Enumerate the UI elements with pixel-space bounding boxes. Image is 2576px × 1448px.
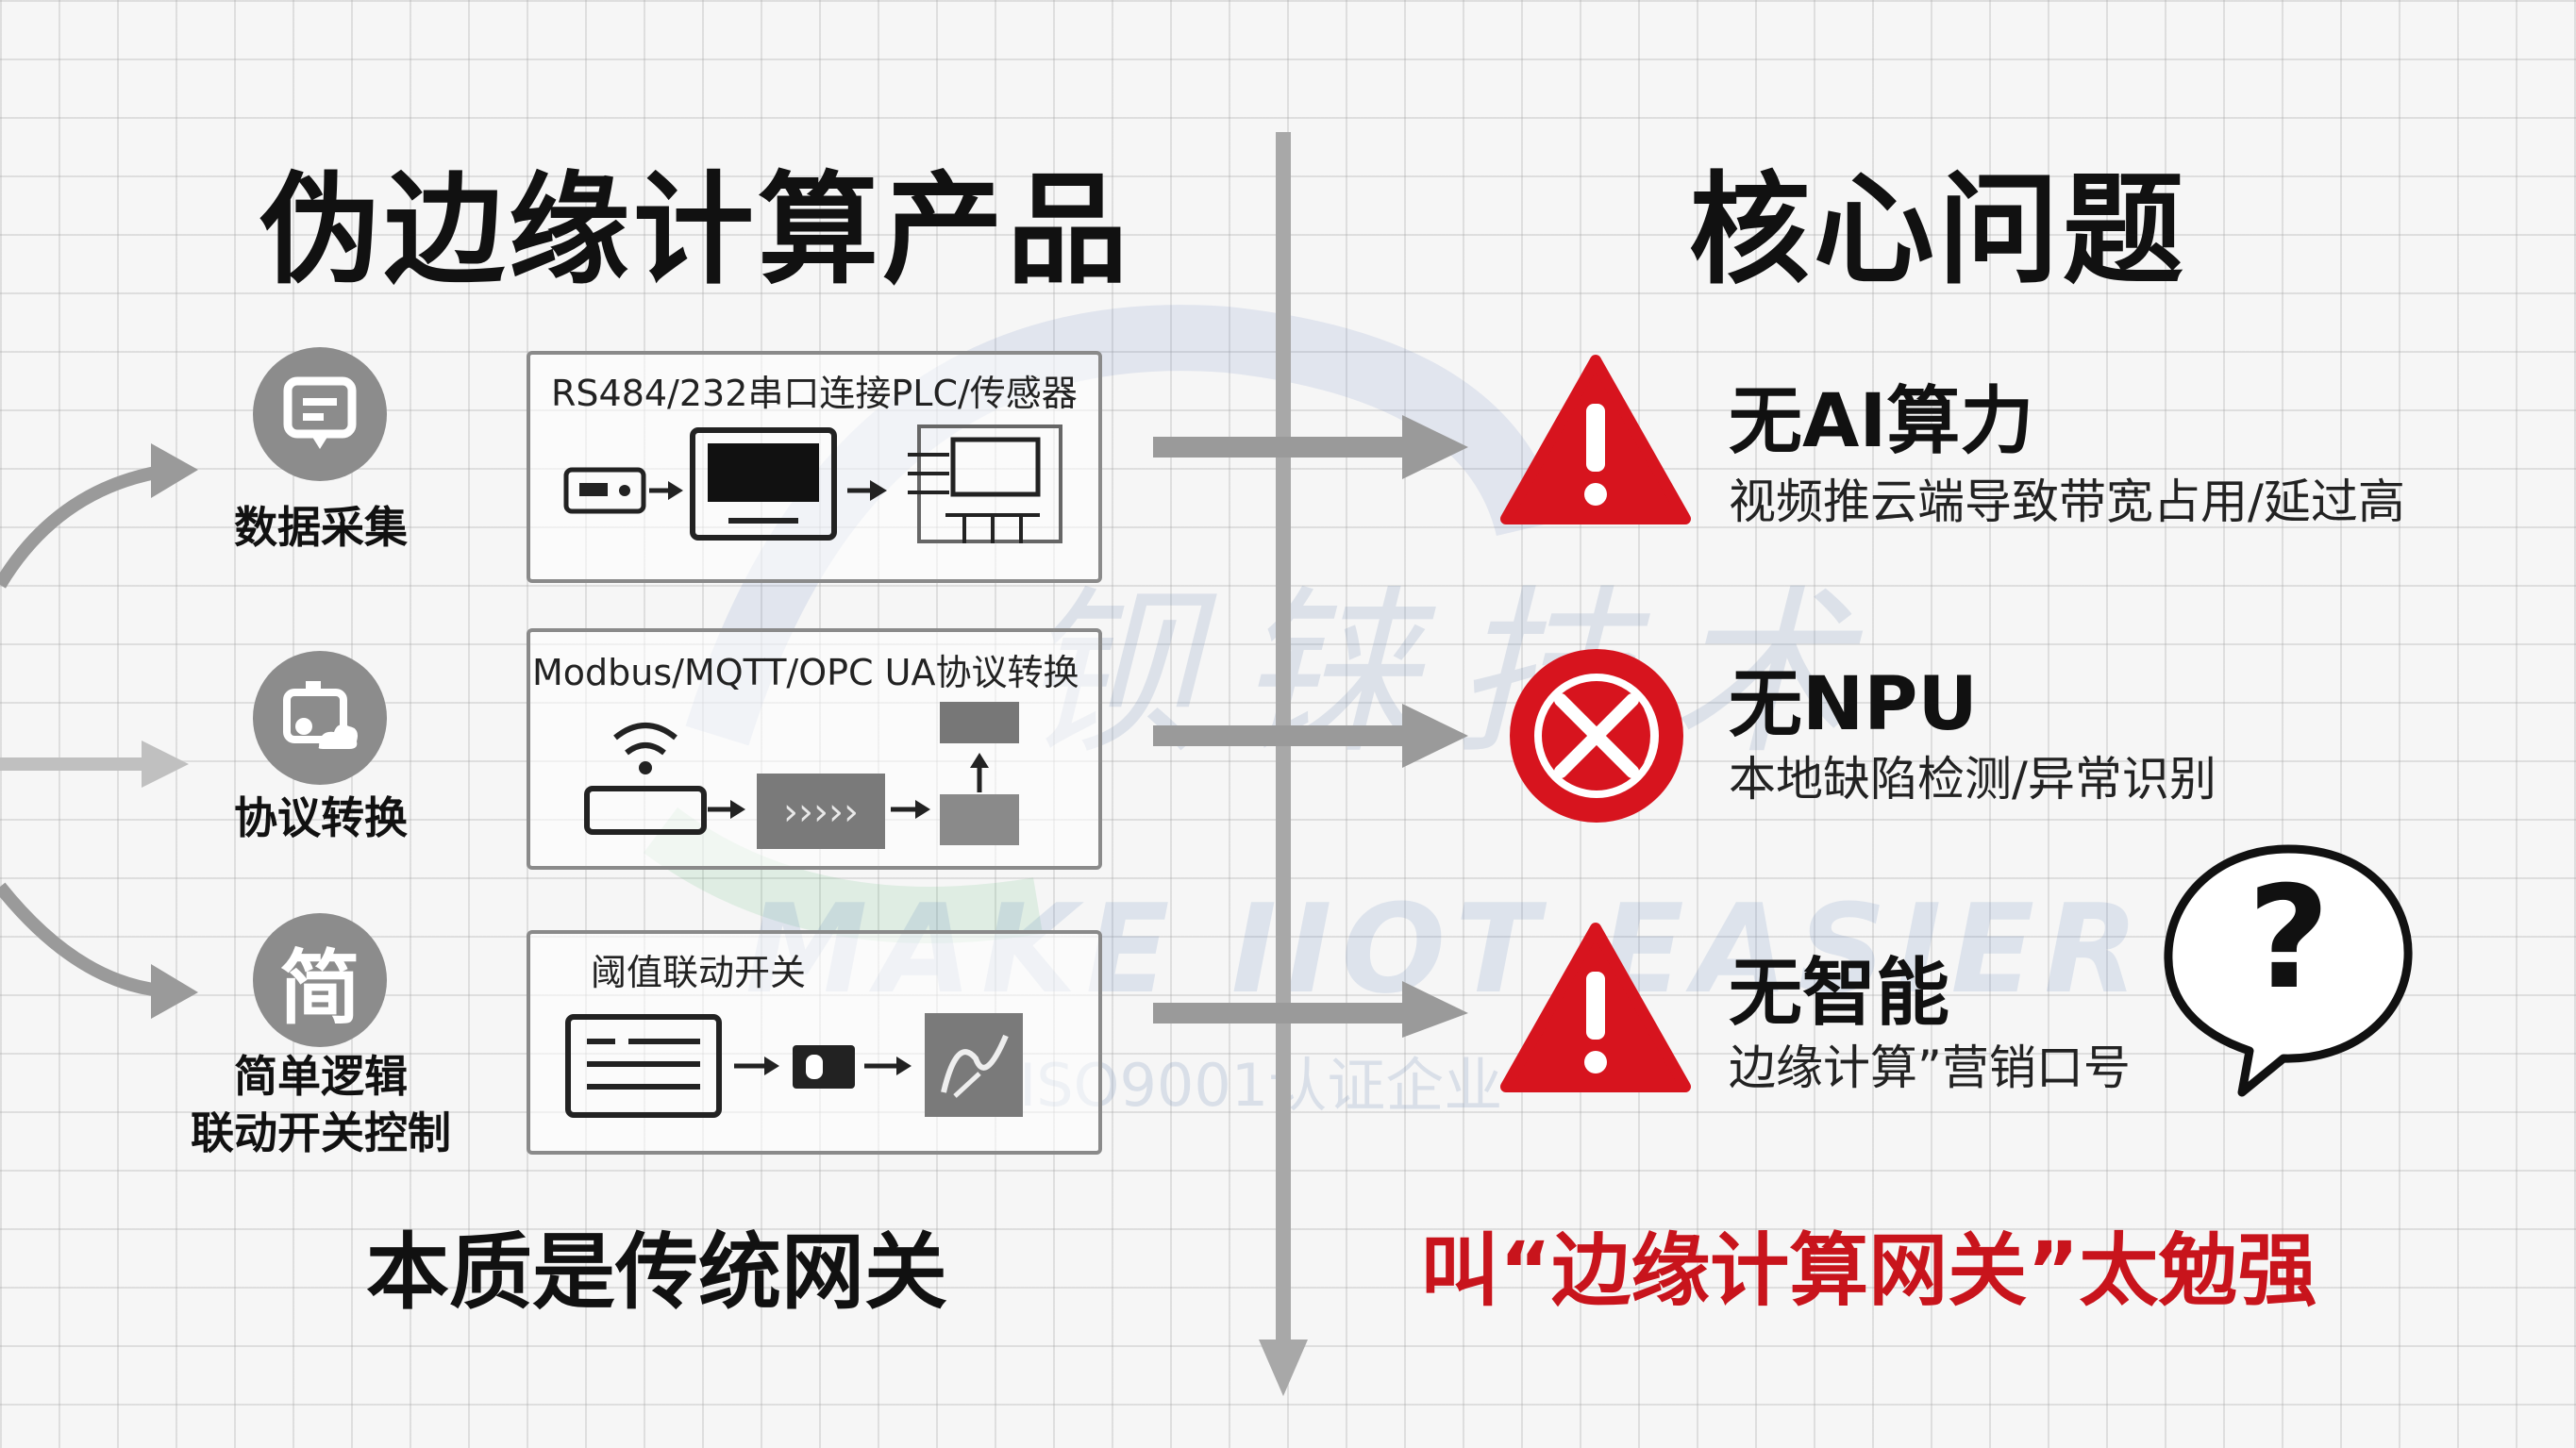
box-threshold-switch: 阈值联动开关 — [527, 930, 1102, 1155]
warning-triangle-icon — [1500, 923, 1691, 1092]
box-serial-connection: RS484/232串口连接PLC/传感器 — [527, 351, 1102, 583]
protocol-flow-diagram: ››››› — [584, 702, 1019, 849]
threshold-flow-diagram — [565, 1013, 1023, 1118]
right-conclusion: 叫“边缘计算网关”太勉强 — [1420, 1224, 2317, 1317]
warning-triangle-icon — [1500, 355, 1691, 524]
flow-curve-arrows — [0, 443, 198, 1019]
question-mark: ? — [2248, 857, 2331, 1021]
box-protocol-conversion: Modbus/MQTT/OPC UA协议转换 ››››› — [527, 628, 1102, 870]
left-title: 伪边缘计算产品 — [259, 160, 1132, 301]
box-protocol-caption: Modbus/MQTT/OPC UA协议转换 — [532, 652, 1079, 693]
simple-logic-glyph: 简 — [279, 940, 360, 1036]
protocol-cloud-icon — [253, 651, 387, 785]
feature-label-data-collection: 数据采集 — [234, 502, 408, 553]
problem-title-intelligence: 无智能 — [1729, 951, 1950, 1036]
problem-desc-intelligence: 边缘计算”营销口号 — [1729, 1040, 2131, 1095]
problem-desc-ai: 视频推云端导致带宽占用/延过高 — [1729, 474, 2405, 529]
feature-protocol-conversion — [253, 651, 387, 785]
left-conclusion: 本质是传统网关 — [366, 1223, 948, 1321]
problem-arrows — [1153, 415, 1468, 1038]
feature-label-protocol: 协议转换 — [234, 792, 408, 843]
feature-label-line1: 简单逻辑 — [234, 1051, 408, 1102]
feature-simple-logic: 简 — [253, 913, 387, 1047]
feature-label-line2: 联动开关控制 — [191, 1107, 451, 1158]
problem-desc-npu: 本地缺陷检测/异常识别 — [1729, 752, 2216, 807]
box-serial-caption: RS484/232串口连接PLC/传感器 — [551, 373, 1078, 414]
problem-title-ai: 无AI算力 — [1729, 379, 2034, 464]
svg-text:›››››: ››››› — [783, 791, 859, 834]
feature-data-collection — [253, 347, 387, 481]
data-collection-icon — [253, 347, 387, 481]
simple-logic-icon: 简 — [253, 913, 387, 1047]
problem-title-npu: 无NPU — [1729, 662, 1978, 747]
question-bubble-icon — [2164, 844, 2413, 1097]
right-title: 核心问题 — [1689, 160, 2188, 301]
box-threshold-caption: 阈值联动开关 — [591, 952, 807, 993]
feature-label-simple-logic: 简单逻辑 联动开关控制 — [160, 1049, 481, 1162]
serial-flow-diagram — [563, 424, 1062, 543]
no-npu-x-icon — [1510, 649, 1683, 823]
